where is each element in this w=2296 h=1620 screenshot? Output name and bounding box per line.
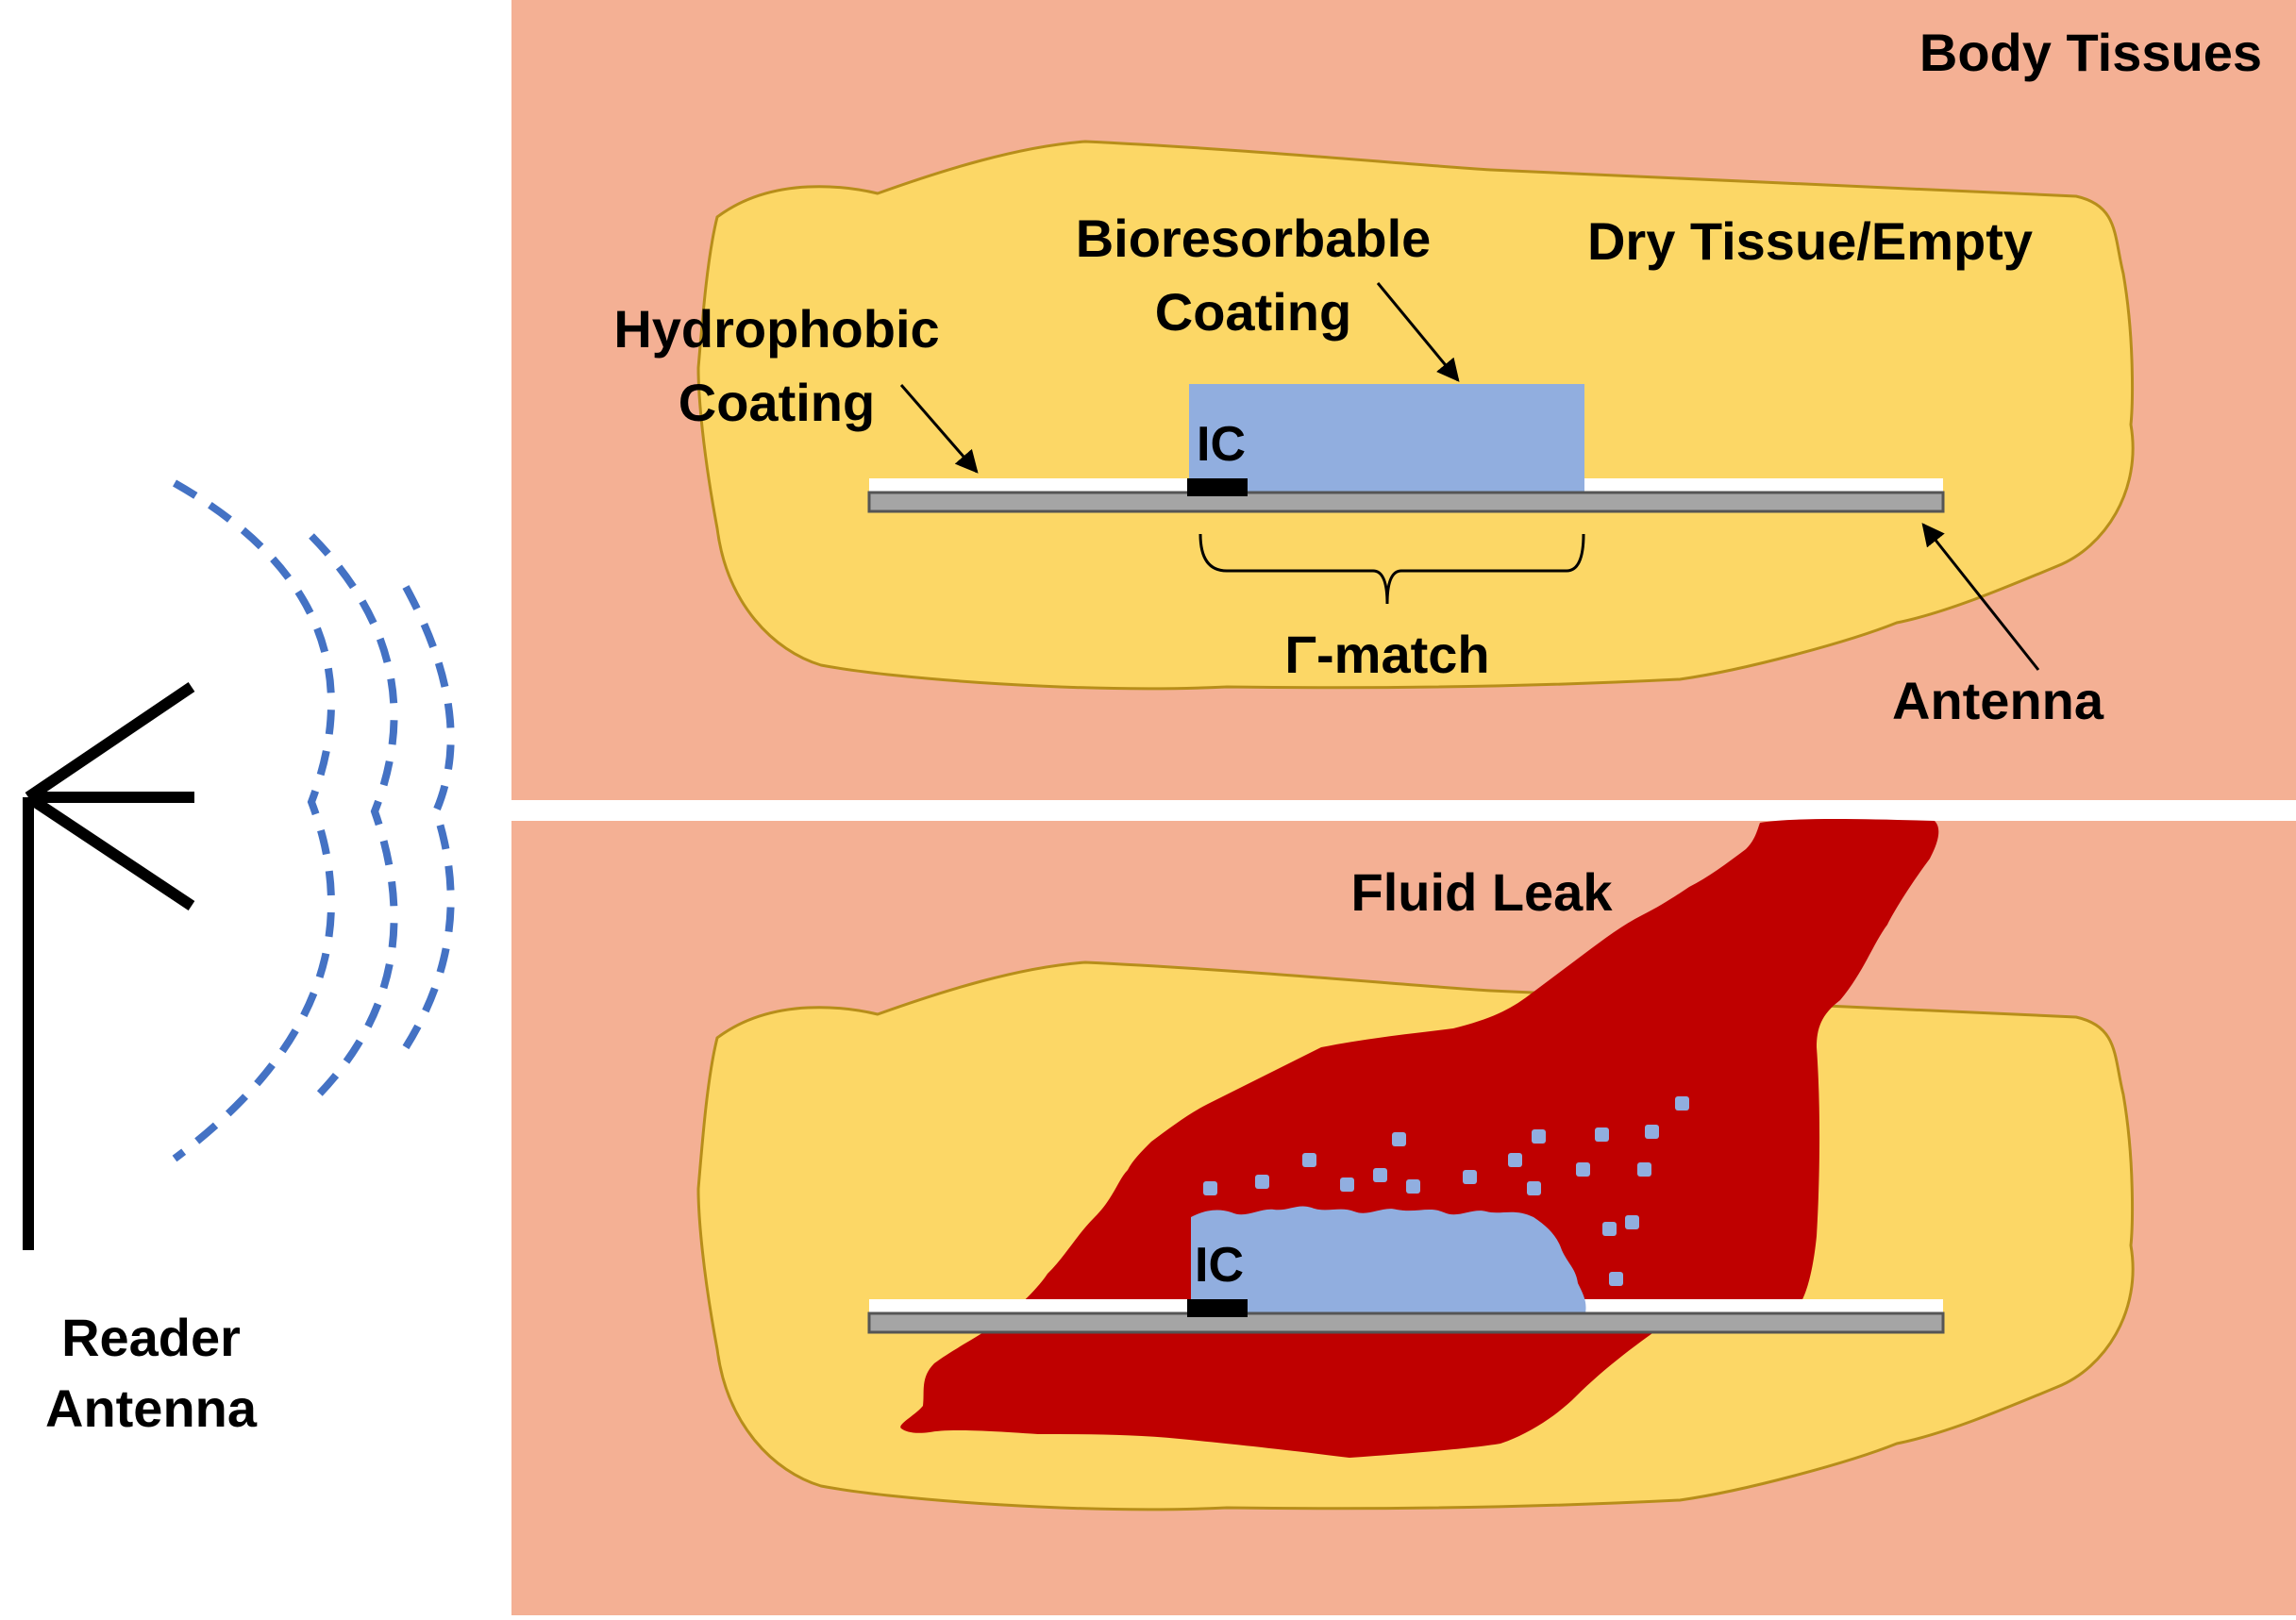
reader-antenna-icon bbox=[23, 682, 195, 1250]
antenna-label: Antenna bbox=[1892, 671, 2104, 730]
hydrophobic-label-line1: Hydrophobic bbox=[613, 299, 939, 359]
gamma-match-label: Γ-match bbox=[1284, 625, 1489, 684]
dry-tissue-label: Dry Tissue/Empty bbox=[1587, 211, 2033, 271]
top-ic-label: IC bbox=[1197, 417, 1246, 472]
top-panel: IC Γ-match Body Tissues Dry Tissue/Empty… bbox=[511, 0, 2296, 800]
bioresorbable-arrow bbox=[1376, 282, 1460, 382]
gamma-match-brace bbox=[1198, 533, 1585, 605]
bottom-ic-label: IC bbox=[1195, 1238, 1244, 1293]
rf-wave-icon bbox=[172, 479, 455, 1162]
bioresorbable-label-line2: Coating bbox=[1155, 282, 1351, 342]
bottom-panel: IC Fluid Leak bbox=[511, 819, 2296, 1615]
hydrophobic-label-line2: Coating bbox=[679, 373, 875, 432]
antenna-arrow bbox=[1921, 523, 2040, 671]
bottom-degrading-coating bbox=[1191, 1206, 1586, 1313]
top-antenna-trace bbox=[867, 491, 1945, 513]
reader-label-line1: Reader bbox=[61, 1308, 241, 1367]
dissolved-coating-particles bbox=[1203, 1096, 1689, 1286]
fluid-leak-region bbox=[900, 819, 1939, 1458]
hydrophobic-arrow bbox=[899, 384, 979, 474]
fluid-leak-label: Fluid Leak bbox=[1351, 862, 1614, 922]
reader-label-line2: Antenna bbox=[45, 1378, 258, 1438]
bottom-antenna-trace bbox=[867, 1311, 1945, 1334]
top-panel-title: Body Tissues bbox=[1919, 23, 2262, 82]
top-bioresorbable-coating bbox=[1189, 384, 1584, 493]
top-ic-chip bbox=[1187, 478, 1248, 496]
bottom-ic-chip bbox=[1187, 1299, 1248, 1317]
bioresorbable-label-line1: Bioresorbable bbox=[1076, 209, 1432, 268]
